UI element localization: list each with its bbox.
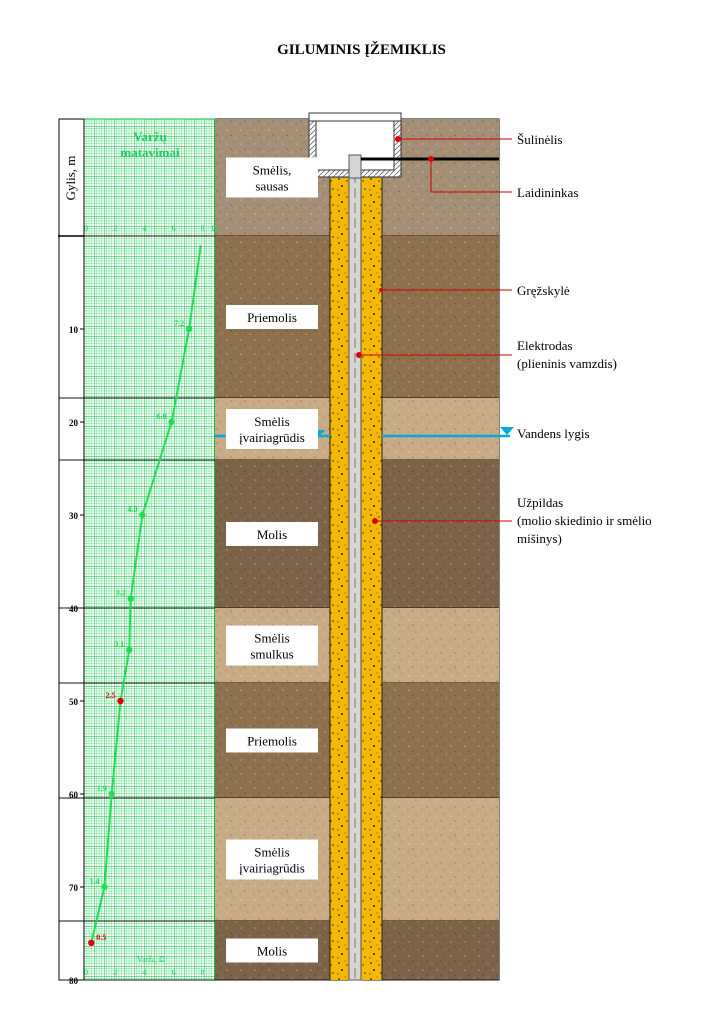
water-level-symbol-right [500, 427, 514, 435]
resistance-point [185, 325, 193, 333]
well-chamber-cover [308, 112, 402, 122]
bottom-scale-label: 6 [172, 968, 176, 977]
depth-tick-label: 80 [69, 976, 79, 986]
layer-label-text: Molis [257, 527, 287, 542]
bottom-scale-label: 8 [201, 968, 205, 977]
resistance-bottom-scale: 0 2 4 6 8 [84, 968, 205, 977]
resistance-point-label: 2.5 [106, 691, 116, 700]
page-title: GILUMINIS ĮŽEMIKLIS [277, 42, 446, 58]
layer-label-box [226, 157, 318, 198]
resistance-point-label: 1.9 [97, 784, 107, 793]
conductor-leader-dot [428, 156, 434, 162]
layer-label-text: Priemolis [247, 310, 297, 325]
electrode-pipe-top [348, 154, 362, 179]
layer-label-box [226, 305, 318, 329]
layer-label-text: Smėlis, [253, 163, 292, 178]
conductor-label: Laidininkas [517, 185, 578, 200]
resistance-point [108, 790, 115, 798]
resistance-point-label: 3.1 [114, 640, 124, 649]
layer-label-text: Smėlis [254, 845, 289, 860]
bottom-scale-label: 4 [142, 968, 146, 977]
resistance-point-label: 4.0 [127, 505, 137, 514]
resistance-point [101, 883, 108, 891]
resistance-grid [83, 118, 216, 981]
filler-label-line2: (molio skiedinio ir smėlio [517, 513, 652, 528]
electrode-label-line2: (plieninis vamzdis) [517, 356, 617, 371]
water-level-label: Vandens lygis [517, 426, 590, 441]
layer-label-box [226, 938, 318, 963]
resistance-point [126, 646, 133, 654]
resistance-curve [90, 245, 202, 944]
top-scale-label: 4 [142, 224, 146, 233]
depth-tick-label: 40 [69, 604, 79, 614]
top-scale-label: 2 [113, 224, 117, 233]
layer-label-box [226, 728, 318, 753]
resistance-point-label: 0.5 [96, 933, 106, 942]
borehole-label: Gręžskylė [517, 283, 570, 298]
depth-tick-label: 10 [69, 325, 79, 335]
resistance-point [117, 697, 124, 705]
resistance-point [88, 939, 95, 946]
layer-labels: Smėlis,sausasPriemolisSmėlisįvairiagrūdi… [226, 157, 318, 963]
filler-leader-dot [372, 518, 378, 524]
top-scale-label: Ω [212, 224, 218, 233]
bottom-scale-label: 2 [113, 968, 117, 977]
resistance-point [127, 595, 134, 602]
layer-label-text: sausas [255, 179, 288, 194]
depth-tick-label: 70 [69, 883, 79, 893]
layer-label-text: Priemolis [247, 734, 297, 749]
electrode-label-line1: Elektrodas [517, 338, 573, 353]
layer-label-box [226, 839, 318, 880]
depth-tick-label: 30 [69, 511, 79, 521]
layer-label-box [226, 409, 318, 449]
depth-ticks: 10 20 30 40 50 60 70 80 [69, 325, 84, 986]
annotations: Šulinėlis Laidininkas Gręžskylė Elektrod… [356, 132, 652, 546]
layer-label-text: įvairiagrūdis [239, 430, 305, 445]
top-scale-label: 8 [201, 224, 205, 233]
layer-label-text: smulkus [250, 647, 293, 662]
resistance-header-line2: matavimai [120, 145, 180, 160]
depth-tick-label: 50 [69, 697, 79, 707]
well-leader-dot [395, 136, 401, 142]
layer-label-box [226, 625, 318, 666]
resistance-points: 7.2 6.0 4.0 3.2 3.1 2.5 1.9 1.4 0.5 [88, 319, 193, 946]
electrode-leader-dot [356, 352, 362, 358]
depth-tick-label: 60 [69, 790, 79, 800]
depth-tick-label: 20 [69, 418, 79, 428]
depth-axis-label: Gylis, m [63, 156, 78, 201]
layer-label-text: įvairiagrūdis [239, 861, 305, 876]
borehole-assembly [308, 112, 499, 981]
resistance-point-label: 7.2 [174, 319, 184, 328]
resistance-point-label: 1.4 [89, 877, 99, 886]
borehole-leader-dot [379, 288, 383, 292]
resistance-header-line1: Varžų [133, 129, 166, 144]
layer-label-box [226, 522, 318, 546]
conductor-leader [430, 159, 512, 193]
resistance-bottom-label: Varža, Ω [137, 955, 165, 964]
layer-label-text: Smėlis [254, 414, 289, 429]
layer-label-text: Smėlis [254, 631, 289, 646]
top-scale-label: 6 [172, 224, 176, 233]
top-scale-label: 0 [84, 224, 88, 233]
filler-label-line1: Užpildas [517, 495, 563, 510]
well-label: Šulinėlis [517, 132, 563, 147]
resistance-point-label: 3.2 [116, 589, 126, 598]
layer-label-text: Molis [257, 944, 287, 959]
resistance-point-label: 6.0 [157, 412, 167, 421]
resistance-point [139, 511, 146, 519]
filler-label-line3: mišinys) [517, 531, 562, 546]
bottom-scale-label: 0 [84, 968, 88, 977]
resistance-point [168, 418, 175, 426]
